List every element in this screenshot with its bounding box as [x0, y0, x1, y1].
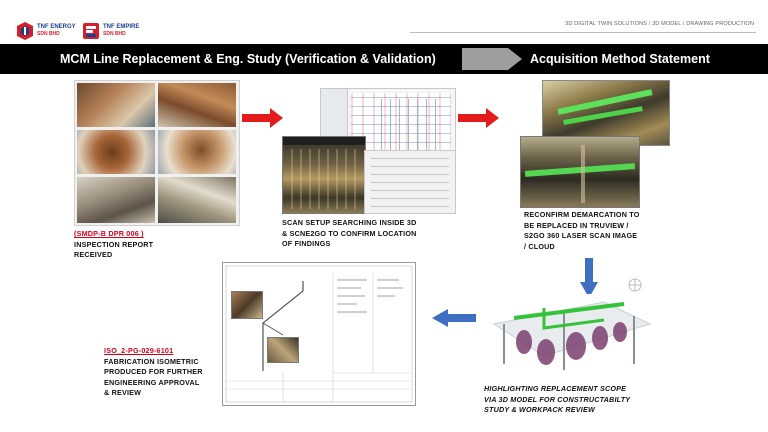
step5-line: PRODUCED FOR FURTHER: [104, 367, 203, 376]
step4-caption: HIGHLIGHTING REPLACEMENT SCOPE VIA 3D MO…: [484, 384, 664, 416]
header-divider: [410, 32, 756, 33]
step2-caption: SCAN SETUP SEARCHING INSIDE 3D & SCNE2GO…: [282, 218, 462, 250]
iso-inset-photo: [231, 291, 263, 319]
logo1-name: TNF ENERGY: [37, 24, 76, 30]
step2-line: SCAN SETUP SEARCHING INSIDE 3D: [282, 218, 417, 227]
step1-line: INSPECTION REPORT: [74, 239, 154, 249]
inspection-photo: [158, 83, 236, 127]
page-subtitle: Acquisition Method Statement: [530, 52, 710, 66]
inspection-report-ref[interactable]: (SMDP-B DPR 006 ): [74, 229, 144, 238]
tnf-energy-logo: TNF ENERGY SDN BHD: [16, 18, 80, 44]
arrow-down-icon: [580, 258, 598, 298]
step3-caption: RECONFIRM DEMARCATION TO BE REPLACED IN …: [524, 210, 674, 252]
step3-line: / CLOUD: [524, 241, 555, 251]
step5-line: FABRICATION ISOMETRIC: [104, 356, 199, 366]
inspection-photo: [158, 130, 236, 174]
logo2-sub: SDN BHD: [103, 31, 126, 37]
inspection-photo-grid: [74, 80, 240, 226]
3d-model-view: [484, 294, 656, 380]
tnf-empire-logo: TNF EMPIRE SDN BHD: [82, 18, 142, 44]
step4-line: HIGHLIGHTING REPLACEMENT SCOPE: [484, 384, 627, 393]
truview-scan-image: [542, 80, 670, 146]
step3-line: RECONFIRM DEMARCATION TO: [524, 210, 640, 219]
arrow-right-icon: [242, 108, 283, 128]
arrow-left-icon: [432, 309, 476, 327]
step5-line: ENGINEERING APPROVAL: [104, 377, 200, 387]
step4-line: STUDY & WORKPACK REVIEW: [484, 405, 595, 414]
step2-line: & SCNE2GO TO CONFIRM LOCATION: [282, 228, 417, 238]
chevron-right-icon: [462, 48, 522, 70]
tnf-empire-logo-icon: [83, 23, 99, 39]
page-title: MCM Line Replacement & Eng. Study (Verif…: [60, 52, 436, 66]
inspection-photo: [158, 177, 236, 223]
3d-scan-view: [282, 136, 366, 214]
logo1-sub: SDN BHD: [37, 31, 60, 37]
step2-line: OF FINDINGS: [282, 239, 331, 248]
tagline: 3D DIGITAL TWIN SOLUTIONS / 3D MODEL / D…: [565, 21, 754, 27]
step1-line: RECEIVED: [74, 250, 113, 259]
step3-line: BE REPLACED IN TRUVIEW /: [524, 220, 629, 230]
tnf-energy-logo-icon: [17, 22, 33, 40]
compass-icon: [628, 278, 642, 292]
scan-list-panel: [364, 150, 456, 214]
fabrication-isometric-drawing: [222, 262, 416, 406]
s2go-360-image: [520, 136, 640, 208]
step3-line: S2GO 360 LASER SCAN IMAGE: [524, 231, 638, 240]
logo2-name: TNF EMPIRE: [103, 24, 140, 30]
step5-caption: ISO_2-PG-029-6101 FABRICATION ISOMETRIC …: [104, 346, 224, 399]
inspection-photo: [77, 130, 155, 174]
step1-caption: (SMDP-B DPR 006 ) INSPECTION REPORT RECE…: [74, 229, 244, 261]
title-band: [0, 44, 768, 74]
inspection-photo: [77, 83, 155, 127]
arrow-right-icon: [458, 108, 499, 128]
step4-line: VIA 3D MODEL FOR CONSTRUCTABILTY: [484, 394, 631, 404]
isometric-ref[interactable]: ISO_2-PG-029-6101: [104, 346, 174, 355]
step5-line: & REVIEW: [104, 388, 142, 397]
inspection-photo: [77, 177, 155, 223]
iso-inset-photo: [267, 337, 299, 363]
